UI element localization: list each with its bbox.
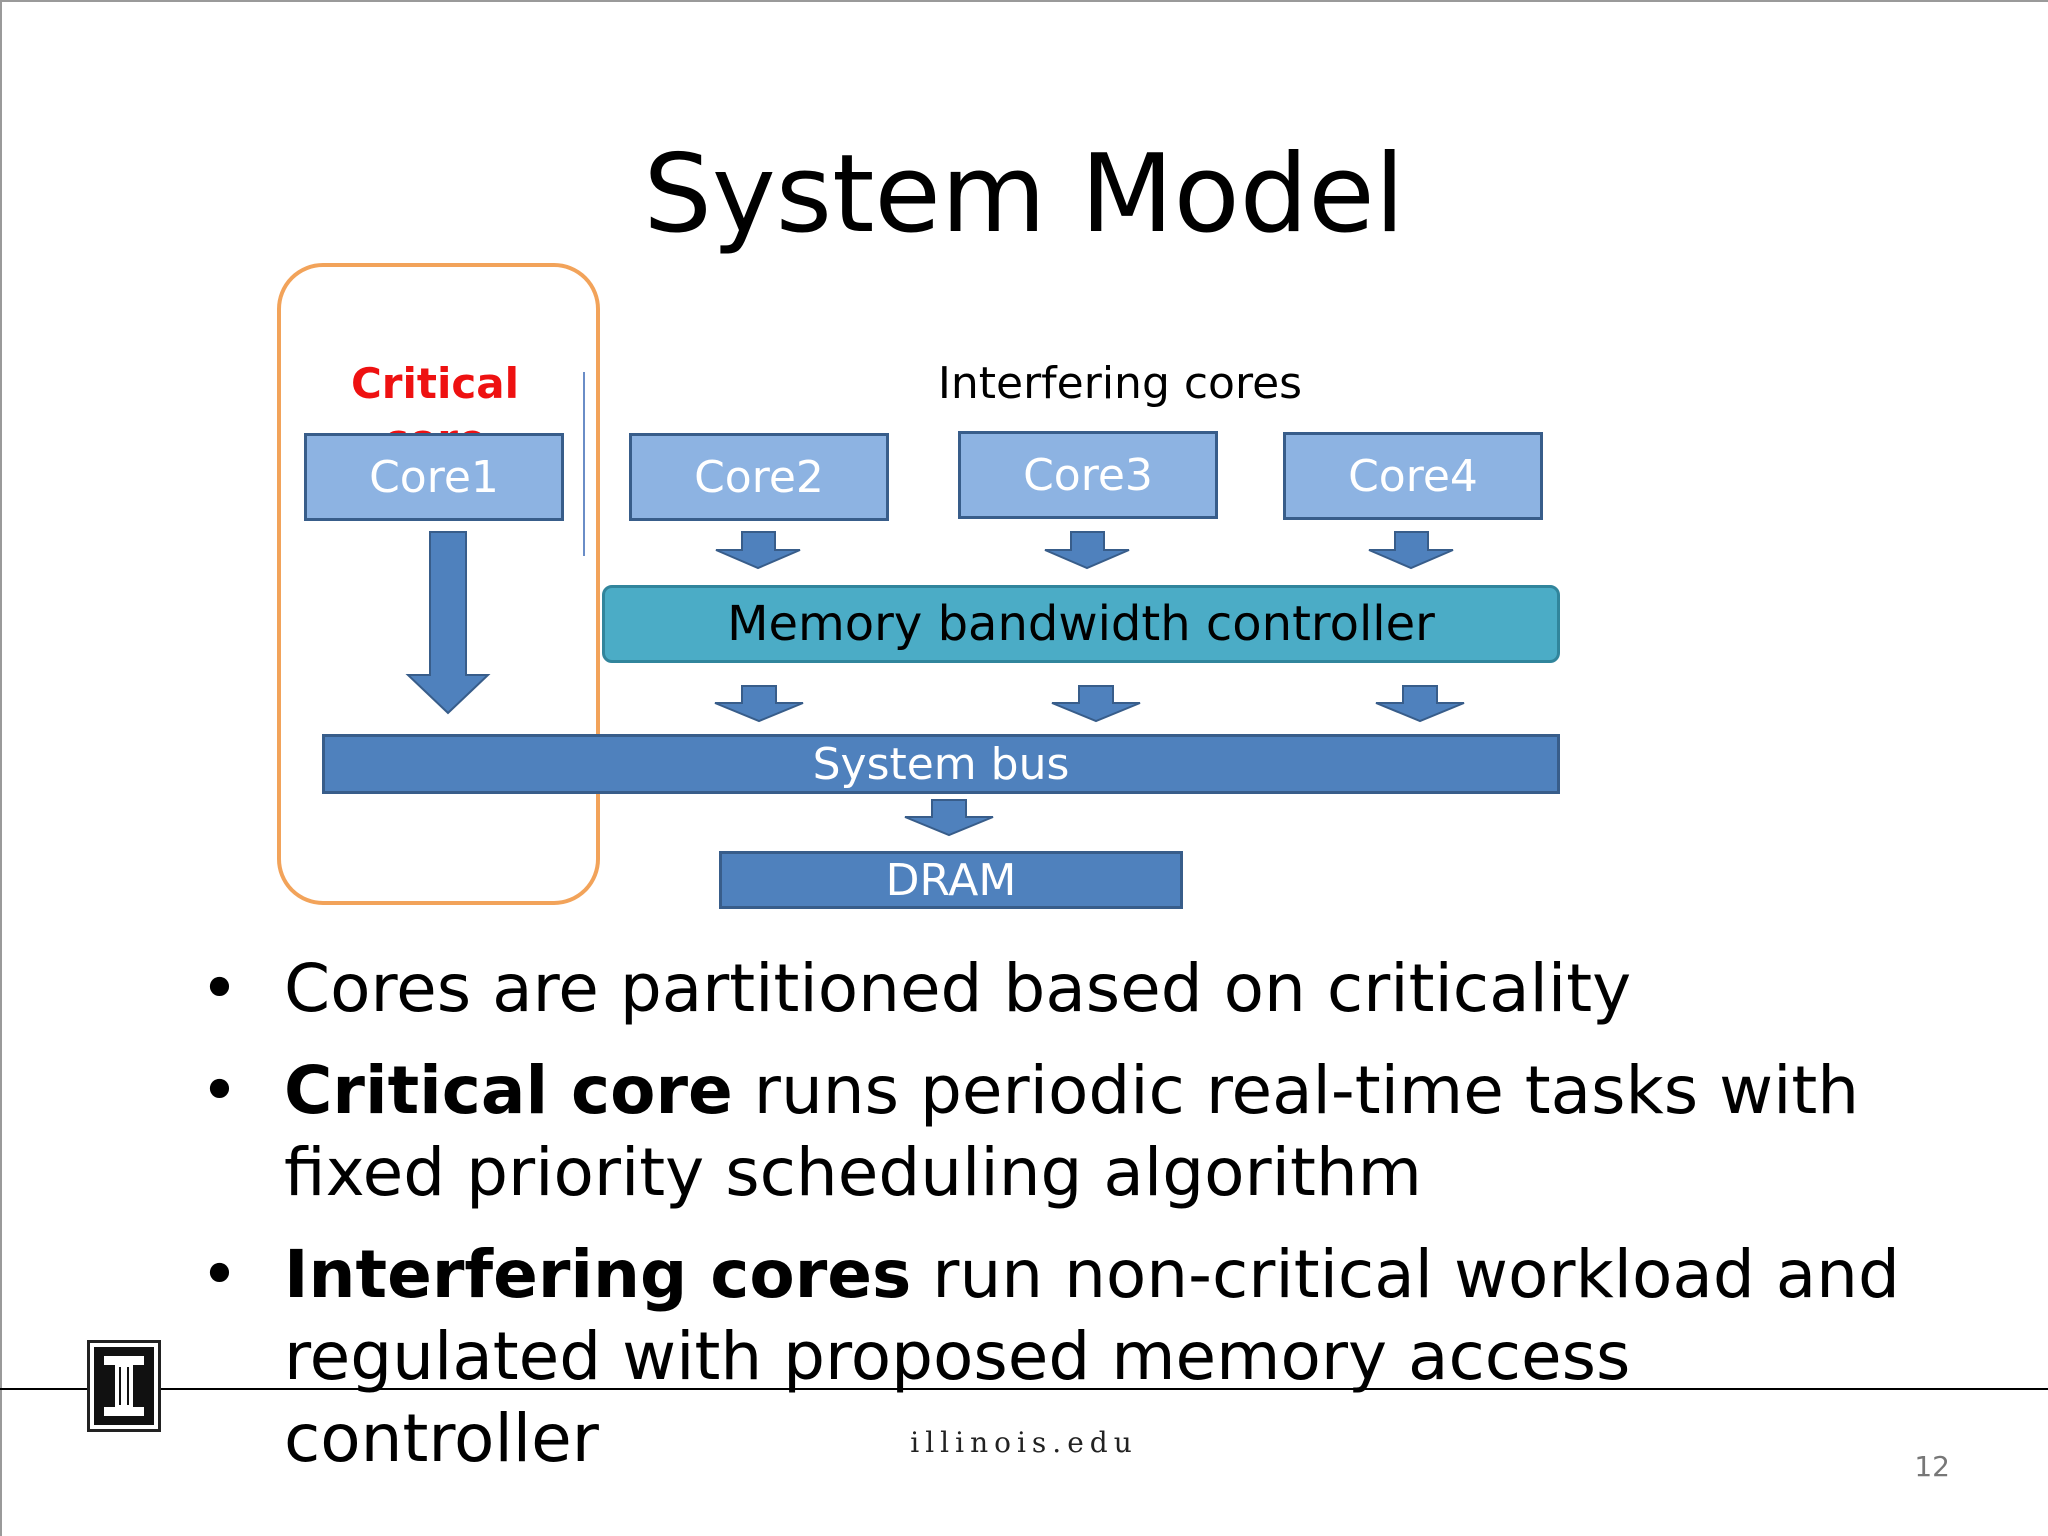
partition-divider xyxy=(583,372,585,556)
bullet-item: • Cores are partitioned based on critica… xyxy=(200,948,1960,1030)
controller-to-bus-arrow-2 xyxy=(1051,685,1141,723)
interfering-cores-label: Interfering cores xyxy=(937,358,1303,409)
bullet-text: runs periodic real-time tasks with fixed… xyxy=(284,1052,1860,1211)
bullet-item: • Interfering cores run non-critical wor… xyxy=(200,1234,1960,1480)
footer-url: illinois.edu xyxy=(910,1426,1138,1459)
bullet-text: Cores are partitioned based on criticali… xyxy=(284,950,1632,1027)
core2-down-arrow xyxy=(715,531,801,570)
slide-top-border xyxy=(0,0,2048,2)
footer-rule xyxy=(0,1388,2048,1390)
core3-box: Core3 xyxy=(958,431,1218,519)
core4-down-arrow xyxy=(1368,531,1454,570)
controller-to-bus-arrow-1 xyxy=(714,685,804,723)
bus-to-dram-arrow xyxy=(904,799,994,837)
page-number: 12 xyxy=(1914,1450,1950,1483)
core4-box: Core4 xyxy=(1283,432,1543,520)
core1-box: Core1 xyxy=(304,433,564,521)
bullet-dot: • xyxy=(200,950,239,1027)
memory-bandwidth-controller: Memory bandwidth controller xyxy=(602,585,1560,663)
bullet-dot: • xyxy=(200,1236,239,1313)
system-bus: System bus xyxy=(322,734,1560,794)
slide-title: System Model xyxy=(643,132,1405,257)
bullet-list: • Cores are partitioned based on critica… xyxy=(200,948,1960,1500)
bullet-bold: Interfering cores xyxy=(284,1236,912,1313)
critical-core-frame xyxy=(277,263,600,905)
dram-box: DRAM xyxy=(719,851,1183,909)
core3-down-arrow xyxy=(1044,531,1130,570)
university-column-logo-icon xyxy=(87,1340,161,1432)
bullet-item: • Critical core runs periodic real-time … xyxy=(200,1050,1960,1214)
bullet-dot: • xyxy=(200,1052,239,1129)
bullet-bold: Critical core xyxy=(284,1052,733,1129)
slide-left-border xyxy=(0,0,2,1536)
controller-to-bus-arrow-3 xyxy=(1375,685,1465,723)
core2-box: Core2 xyxy=(629,433,889,521)
bullet-text: run non-critical workload and regulated … xyxy=(284,1236,1900,1477)
